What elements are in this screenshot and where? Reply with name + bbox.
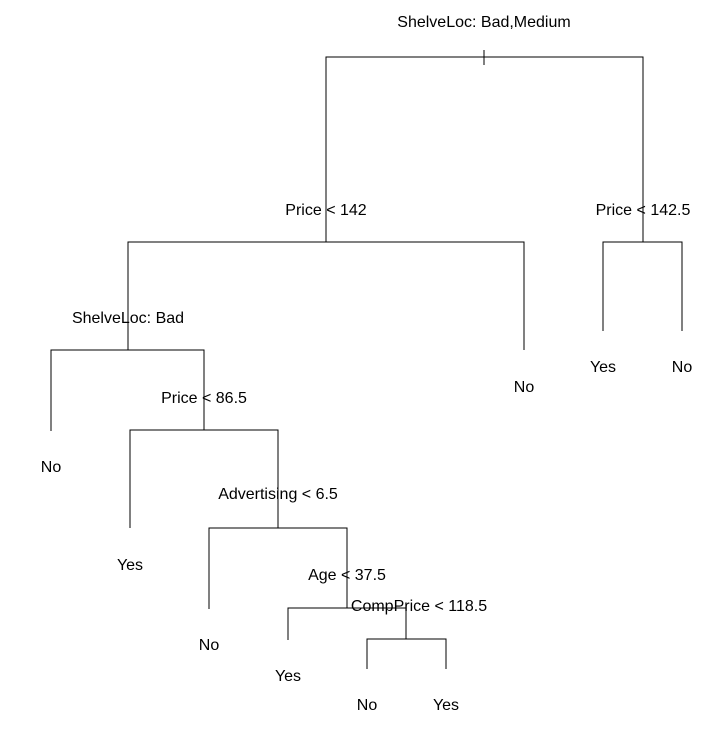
split-price-142: Price < 142 — [127, 202, 525, 350]
leaf-label: Yes — [117, 557, 143, 574]
leaf-label: No — [41, 459, 62, 476]
split-price-86-5: Price < 86.5 — [129, 390, 279, 528]
split-price-86-5-label: Price < 86.5 — [161, 390, 247, 407]
leaf-label: Yes — [275, 668, 301, 685]
split-age-37-5-branch — [287, 607, 407, 640]
split-advertising-6-5: Advertising < 6.5 — [208, 486, 348, 609]
split-root: ShelveLoc: Bad,Medium — [325, 14, 644, 242]
leaf-label: No — [199, 637, 220, 654]
split-advertising-6-5-label: Advertising < 6.5 — [218, 486, 338, 503]
split-price-86-5-branch — [129, 429, 279, 528]
leaf-label: Yes — [590, 359, 616, 376]
split-price-142-5: Price < 142.5 — [596, 202, 691, 331]
leaf-label: Yes — [433, 697, 459, 714]
split-shelveloc-bad: ShelveLoc: Bad — [50, 310, 205, 431]
split-age-37-5: Age < 37.5 — [287, 567, 407, 640]
split-compprice-118-5: CompPrice < 118.5 — [351, 598, 487, 669]
leaf-label: No — [514, 379, 535, 396]
split-compprice-118-5-label: CompPrice < 118.5 — [351, 598, 487, 615]
leaf-label: No — [357, 697, 378, 714]
split-age-37-5-label: Age < 37.5 — [308, 567, 386, 584]
split-price-142-5-label: Price < 142.5 — [596, 202, 691, 219]
split-price-142-5-branch — [602, 241, 683, 331]
split-shelveloc-bad-label: ShelveLoc: Bad — [72, 310, 184, 327]
split-root-label: ShelveLoc: Bad,Medium — [397, 14, 570, 31]
split-price-142-label: Price < 142 — [285, 202, 366, 219]
split-advertising-6-5-branch — [208, 527, 348, 609]
split-compprice-118-5-branch — [366, 638, 447, 669]
leaf-label: No — [672, 359, 693, 376]
split-price-142-branch — [127, 241, 525, 350]
split-shelveloc-bad-branch — [50, 349, 205, 431]
